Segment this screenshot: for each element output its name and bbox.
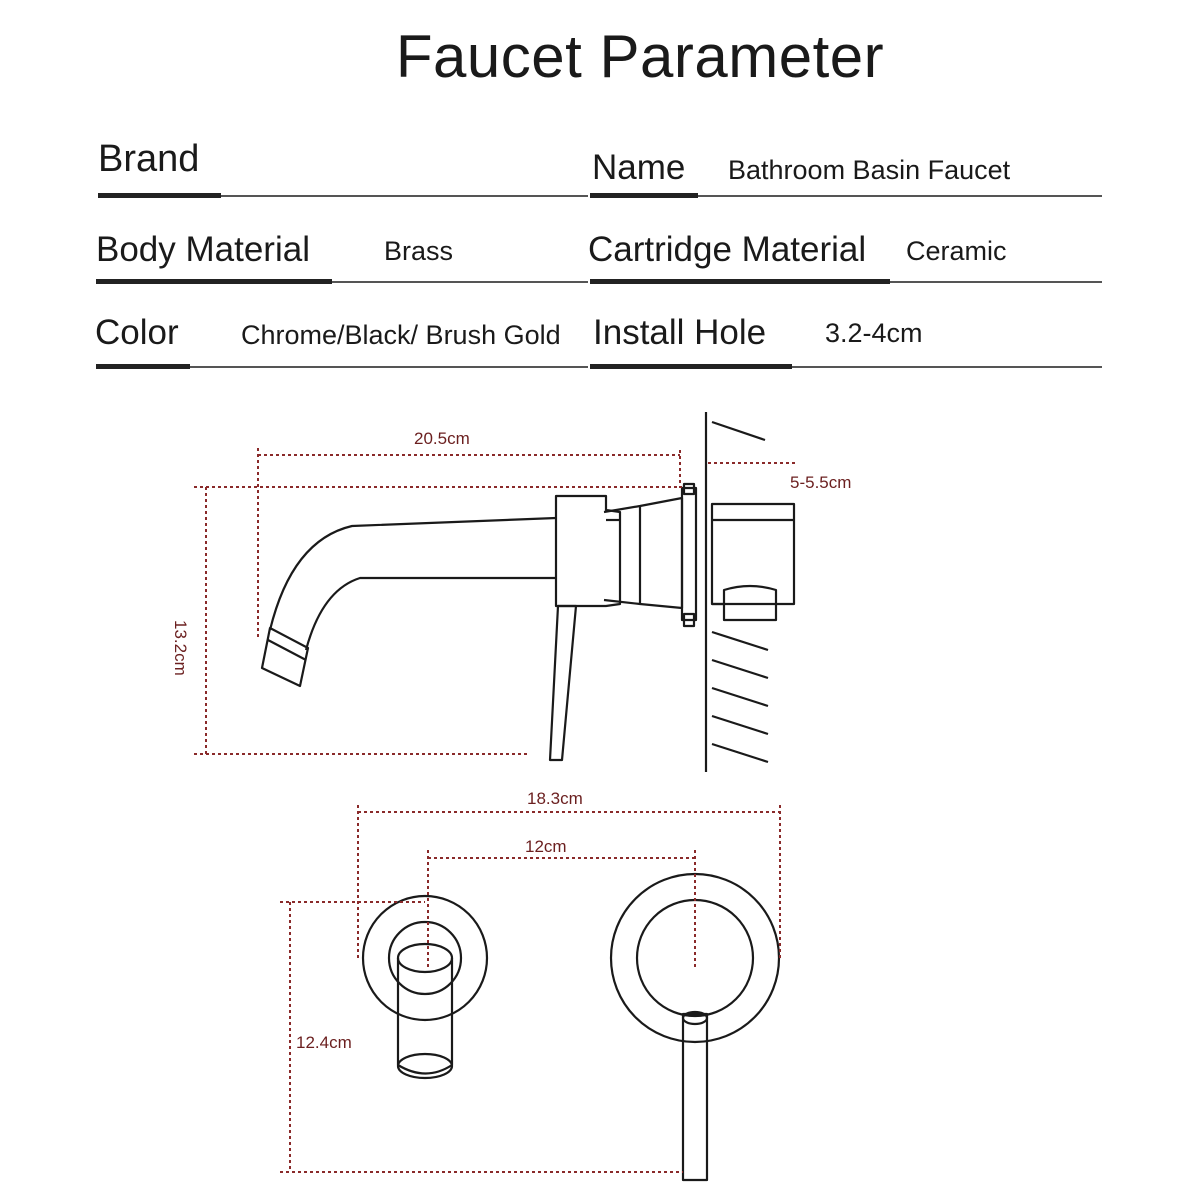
install-hole-label: Install Hole: [593, 313, 767, 352]
body-material-value: Brass: [384, 236, 454, 266]
side-view-wall: [704, 412, 769, 772]
row2-rule-right: [890, 281, 1102, 283]
dimension-front-height: 12.4cm: [296, 1033, 352, 1052]
side-view-spout: [260, 516, 557, 688]
dimension-wall-depth: 5-5.5cm: [790, 473, 852, 492]
install-hole-value: 3.2-4cm: [825, 318, 923, 348]
row1-rule-accent-left: [98, 193, 221, 198]
dimension-side-length: 20.5cm: [414, 429, 470, 448]
side-view-handle: [548, 604, 578, 762]
front-view-spout-plate: [361, 894, 489, 1080]
name-label: Name: [592, 148, 686, 187]
row1-rule-accent-right: [590, 193, 698, 198]
row3-rule-accent-right: [590, 364, 792, 369]
dimension-side-height: 13.2cm: [171, 620, 190, 676]
row2-rule-left: [332, 281, 588, 283]
front-view-handle-plate: [609, 872, 781, 1182]
name-value: Bathroom Basin Faucet: [728, 155, 1011, 185]
dimension-center-distance: 12cm: [525, 837, 567, 856]
color-label: Color: [95, 313, 179, 352]
color-value: Chrome/Black/ Brush Gold: [241, 320, 561, 350]
body-material-label: Body Material: [96, 230, 310, 269]
side-view-wall-box: [710, 502, 796, 622]
row2-rule-accent-right: [590, 279, 890, 284]
dimension-lines: [194, 448, 795, 1173]
row3-rule-right: [792, 366, 1102, 368]
cartridge-material-label: Cartridge Material: [588, 230, 867, 269]
row3-rule-accent-left: [96, 364, 190, 369]
cartridge-material-value: Ceramic: [906, 236, 1007, 266]
brand-label: Brand: [98, 138, 200, 180]
page-title: Faucet Parameter: [395, 23, 885, 90]
dimension-front-width: 18.3cm: [527, 789, 583, 808]
side-view-flange: [680, 482, 698, 628]
row2-rule-accent-left: [96, 279, 332, 284]
row1-rule-left: [221, 195, 588, 197]
row1-rule-right: [698, 195, 1102, 197]
side-view-body: [554, 494, 684, 610]
row3-rule-left: [190, 366, 588, 368]
